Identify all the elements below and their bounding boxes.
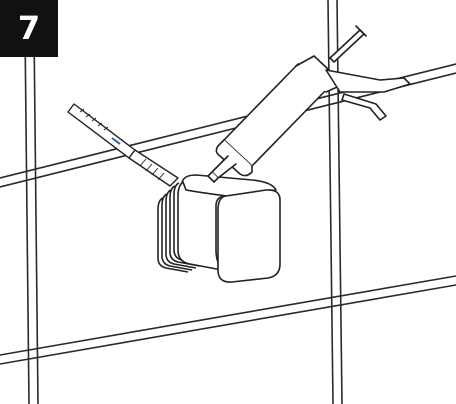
gun-cartridge-tube [223,63,327,167]
utility-knife-icon [67,103,179,187]
blade-segment-lines [139,158,165,181]
grout-vertical-middle [327,0,343,404]
knife-slider [111,137,121,145]
knife-grip-marks [79,108,109,131]
knife-handle [67,103,136,159]
gun-plunger-rod [329,29,365,63]
gun-handle [325,69,411,93]
gun-rod-end [355,25,367,37]
gun-trigger [341,93,387,121]
caulking-gun-icon [207,25,411,183]
knife-blade [128,149,179,187]
grout-horizontal-lower [0,275,456,365]
holder-front-face [217,189,281,283]
grout-vertical-left [24,29,39,404]
step-number-badge: 7 [0,0,58,57]
gun-nozzle-tip [207,171,219,183]
square-holder-icon [157,174,281,283]
